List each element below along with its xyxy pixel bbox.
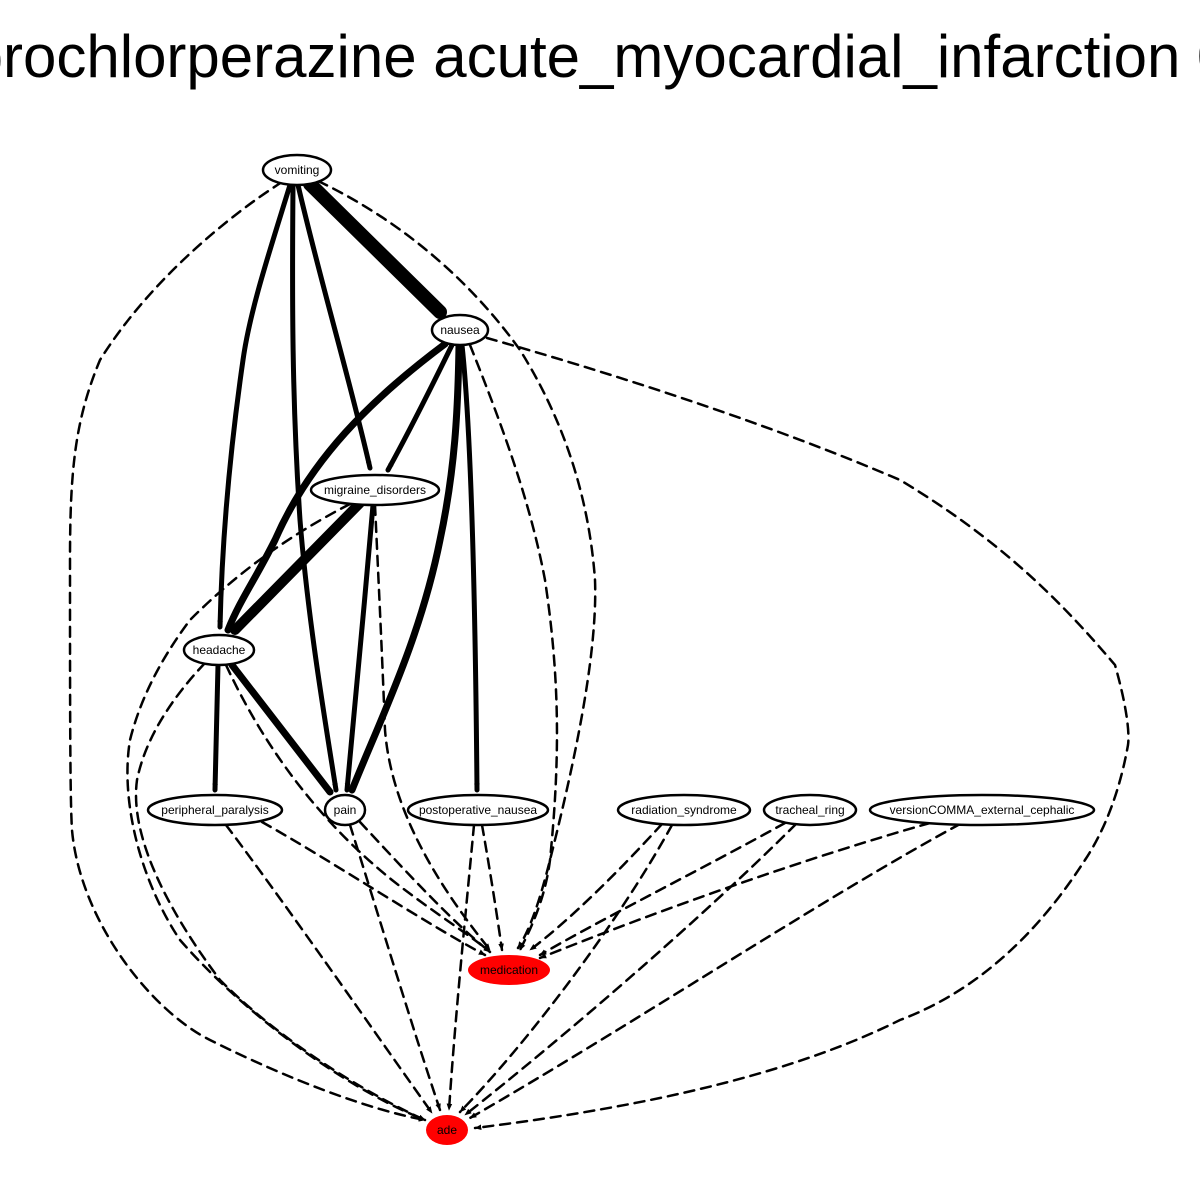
edge-vomiting-to-migraine_disorders	[295, 182, 373, 471]
edge-pain-to-ade	[348, 823, 442, 1112]
node-shape-peripheral_paralysis	[146, 793, 284, 827]
edge-headache-to-medication	[224, 663, 492, 954]
edge-vomiting-to-medication	[316, 179, 597, 950]
edge-headache-to-ade	[134, 661, 427, 1122]
node-shape-medication	[468, 955, 550, 985]
node-shape-radiation_syndrome	[616, 793, 752, 827]
node-shape-ade	[426, 1115, 468, 1145]
node-vomiting: vomiting	[261, 153, 333, 187]
node-shape-headache	[182, 633, 256, 667]
edge-radiation_syndrome-to-medication	[528, 822, 664, 952]
edge-nausea-to-medication	[468, 343, 559, 952]
node-postoperative_nausea: postoperative_nausea	[406, 793, 550, 827]
edge-versionCOMMA_external_cephalic-to-medication	[538, 821, 932, 960]
node-label-postoperative_nausea: postoperative_nausea	[419, 803, 537, 817]
edge-peripheral_paralysis-to-medication	[260, 820, 487, 957]
edge-nausea-to-headache	[224, 340, 449, 634]
node-migraine_disorders: migraine_disorders	[309, 473, 441, 507]
edge-migraine_disorders-to-medication	[373, 503, 492, 952]
edge-headache-to-pain	[228, 661, 334, 796]
nodes-layer: vomiting nausea migraine_disorders headache…	[146, 153, 1096, 1145]
node-medication: medication	[468, 955, 550, 985]
node-label-nausea: nausea	[440, 323, 480, 337]
node-peripheral_paralysis: peripheral_paralysis	[146, 793, 284, 827]
node-label-ade: ade	[437, 1123, 457, 1137]
edge-postoperative_nausea-to-ade	[446, 823, 476, 1112]
edge-nausea-to-ade	[473, 336, 1130, 1131]
node-label-radiation_syndrome: radiation_syndrome	[631, 803, 737, 817]
node-shape-postoperative_nausea	[406, 793, 550, 827]
edge-vomiting-to-nausea	[303, 177, 447, 319]
node-shape-pain	[323, 793, 367, 827]
node-pain: pain	[323, 793, 367, 827]
edges-layer	[68, 177, 1130, 1131]
node-label-migraine_disorders: migraine_disorders	[324, 483, 426, 497]
edge-migraine_disorders-to-pain	[344, 502, 376, 793]
edge-versionCOMMA_external_cephalic-to-ade	[468, 822, 962, 1120]
edge-postoperative_nausea-to-medication	[480, 823, 504, 952]
node-label-medication: medication	[480, 963, 538, 977]
node-radiation_syndrome: radiation_syndrome	[616, 793, 752, 827]
node-shape-tracheal_ring	[762, 793, 858, 827]
node-label-headache: headache	[193, 643, 246, 657]
node-nausea: nausea	[430, 313, 490, 347]
node-shape-migraine_disorders	[309, 473, 441, 507]
edge-peripheral_paralysis-to-ade	[224, 823, 434, 1115]
edge-nausea-to-postoperative_nausea	[459, 342, 480, 793]
edge-pain-to-medication	[358, 820, 492, 954]
node-label-peripheral_paralysis: peripheral_paralysis	[161, 803, 268, 817]
node-shape-vomiting	[261, 153, 333, 187]
node-label-pain: pain	[334, 803, 357, 817]
edge-vomiting-to-pain	[290, 182, 339, 793]
node-label-tracheal_ring: tracheal_ring	[775, 803, 844, 817]
edge-radiation_syndrome-to-ade	[458, 823, 674, 1114]
node-label-vomiting: vomiting	[275, 163, 320, 177]
edge-vomiting-to-ade	[68, 180, 427, 1122]
edge-migraine_disorders-to-ade	[126, 502, 427, 1122]
edge-nausea-to-migraine_disorders	[385, 342, 455, 473]
edge-nausea-to-pain	[348, 341, 463, 794]
node-headache: headache	[182, 633, 256, 667]
edge-headache-to-peripheral_paralysis	[212, 662, 221, 793]
node-shape-versionCOMMA_external_cephalic	[868, 793, 1096, 827]
edge-tracheal_ring-to-ade	[463, 822, 798, 1117]
node-ade: ade	[426, 1115, 468, 1145]
graph-title: prochlorperazine acute_myocardial_infarc…	[0, 23, 1200, 90]
node-versionCOMMA_external_cephalic: versionCOMMA_external_cephalic	[868, 793, 1096, 827]
edge-tracheal_ring-to-medication	[538, 821, 787, 957]
node-shape-nausea	[430, 313, 490, 347]
node-tracheal_ring: tracheal_ring	[762, 793, 858, 827]
edge-vomiting-to-headache	[217, 182, 293, 630]
node-label-versionCOMMA_external_cephalic: versionCOMMA_external_cephalic	[890, 803, 1075, 817]
graph-title-container: prochlorperazine acute_myocardial_infarc…	[0, 0, 1200, 120]
edge-migraine_disorders-to-headache	[230, 498, 365, 635]
